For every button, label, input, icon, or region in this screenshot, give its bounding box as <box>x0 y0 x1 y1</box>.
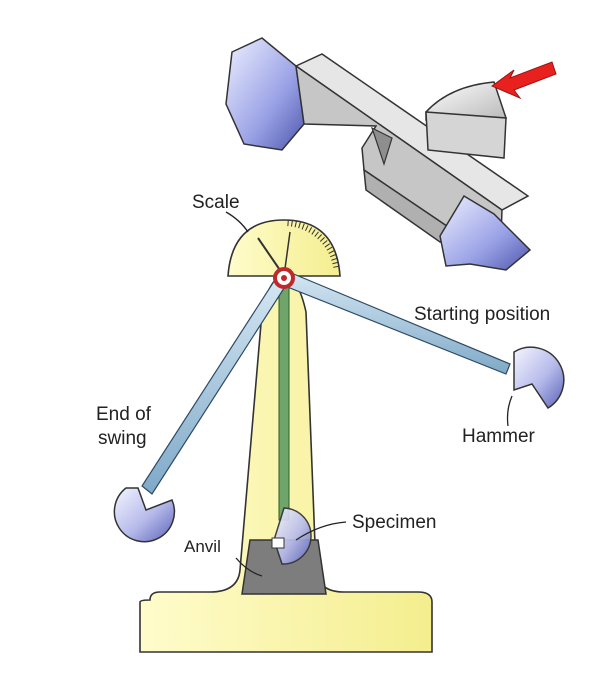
label-end-of-swing-1: End of <box>96 404 152 425</box>
scale-leader <box>226 212 248 232</box>
label-scale: Scale <box>192 192 240 213</box>
hammer-starting <box>514 347 564 408</box>
impact-arrow <box>492 62 556 98</box>
label-anvil: Anvil <box>184 537 221 556</box>
left-fracture-face <box>226 38 304 150</box>
hammer-leader <box>508 396 513 426</box>
hammer-end-swing <box>114 488 174 542</box>
pivot-center <box>281 275 287 281</box>
pendulum-rod <box>279 282 289 520</box>
label-end-of-swing-2: swing <box>98 428 147 449</box>
label-hammer: Hammer <box>462 426 536 447</box>
specimen-piece <box>272 538 284 548</box>
label-starting-position: Starting position <box>414 304 550 325</box>
striker-body <box>426 112 506 158</box>
label-specimen: Specimen <box>352 512 437 533</box>
